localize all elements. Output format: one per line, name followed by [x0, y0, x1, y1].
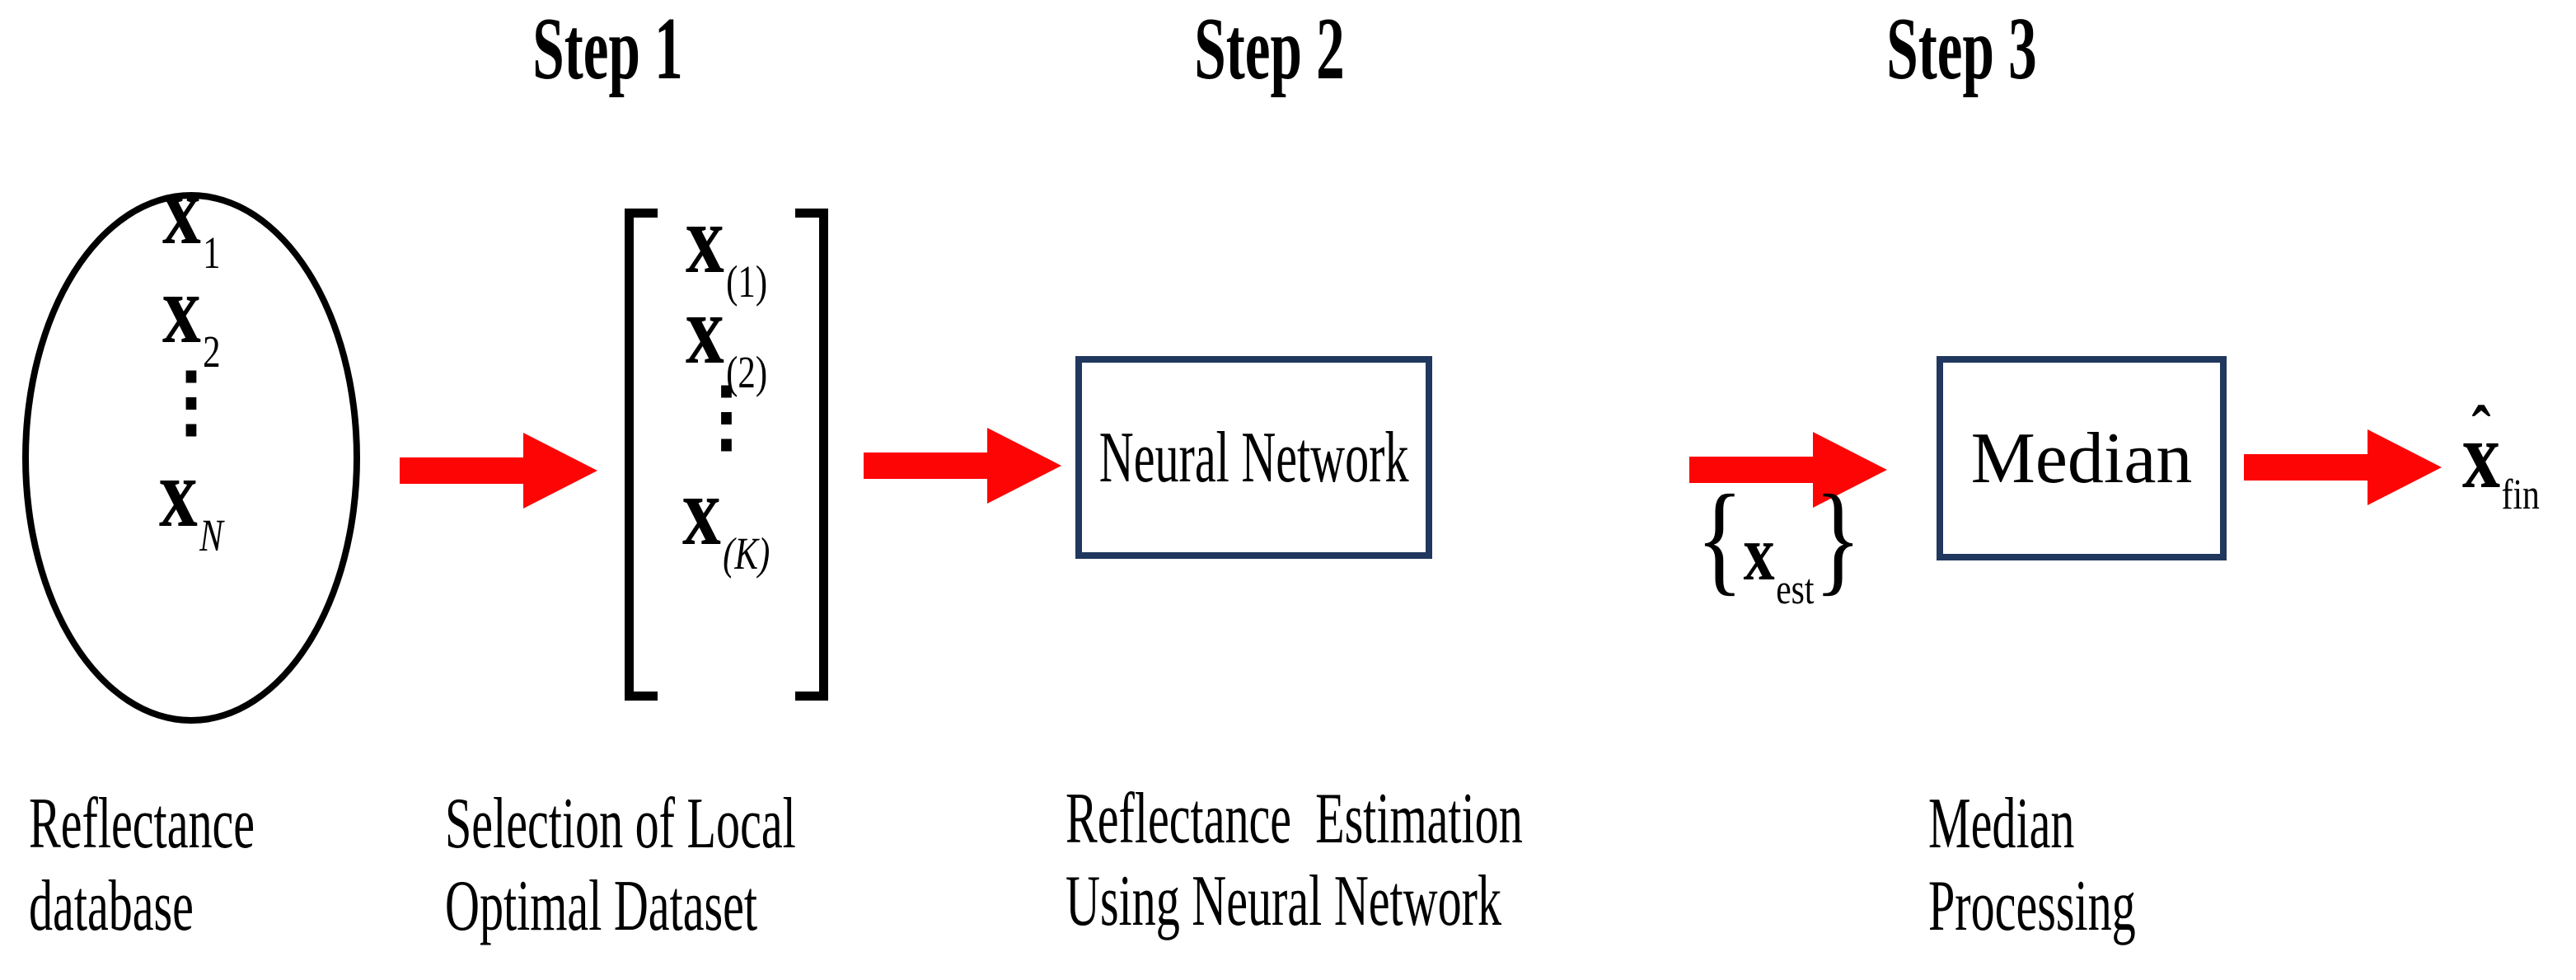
database-entry-xN: xN	[22, 443, 360, 561]
median-box: Median	[1937, 356, 2227, 560]
database-entry-x2: x2	[22, 260, 360, 377]
x-symbol: x	[1743, 509, 1775, 597]
neural-network-box: Neural Network	[1075, 356, 1432, 559]
est-subscript: est	[1776, 565, 1815, 613]
arrow-db-to-selection-icon	[400, 433, 597, 509]
caption-line: Using Neural Network	[1066, 861, 1502, 941]
caption-line: Processing	[1928, 866, 2136, 946]
caption-line: Median	[1928, 784, 2075, 864]
x-symbol: x	[685, 184, 724, 293]
reflectance-database-ellipse	[22, 192, 360, 724]
database-entry-x1: x1	[22, 161, 360, 279]
arrow-selection-to-nn-icon	[864, 428, 1061, 504]
estimates-set-label: {xest}	[1696, 476, 1903, 638]
x-symbol: x	[682, 456, 722, 565]
vertical-ellipsis: ⋮	[152, 358, 231, 445]
close-brace: }	[1814, 470, 1862, 607]
caption-reflectance-database: Reflectance database	[29, 783, 371, 948]
caption-line: database	[29, 866, 194, 946]
caption-line: Reflectance Estimation	[1066, 779, 1523, 859]
neural-network-label: Neural Network	[1098, 417, 1409, 498]
arrow-nn-to-median-icon	[1689, 432, 1887, 508]
step-2-label: Step 2	[1194, 0, 1346, 98]
database-entries: x1 x2 ⋮ xN	[22, 0, 360, 725]
hat-accent: ˆ	[2471, 391, 2491, 471]
x-symbol: x	[162, 155, 201, 265]
vertical-ellipsis: ⋮	[687, 373, 766, 460]
xK-order-subscript: (K)	[723, 528, 770, 579]
xN-subscript: N	[199, 510, 223, 561]
x1-subscript: 1	[202, 227, 221, 279]
x-symbol: x	[685, 274, 724, 384]
open-brace: {	[1696, 470, 1744, 607]
x-symbol: x	[162, 254, 201, 363]
step-1-header: Step 1	[443, 0, 773, 99]
x1-order-subscript: (1)	[726, 256, 768, 307]
step-3-header: Step 3	[1797, 0, 2127, 99]
x2-order-subscript: (2)	[726, 347, 768, 398]
x-symbol: x	[159, 438, 198, 547]
left-bracket	[625, 209, 658, 701]
caption-median: Median Processing	[1928, 783, 2242, 948]
median-label: Median	[1970, 418, 2193, 499]
caption-line: Optimal Dataset	[445, 866, 758, 946]
caption-line: Selection of Local	[445, 784, 796, 864]
right-bracket	[795, 209, 828, 701]
step-1-label: Step 1	[532, 0, 684, 98]
arrow-median-to-output-icon	[2244, 429, 2442, 505]
caption-selection: Selection of Local Optimal Dataset	[445, 783, 977, 948]
selection-entry-x1: x(1)	[625, 190, 828, 307]
step-3-label: Step 3	[1886, 0, 2038, 98]
fin-subscript: fin	[2501, 471, 2540, 518]
step-2-header: Step 2	[1105, 0, 1435, 99]
selection-vector: x(1) x(2) ⋮ x(K)	[625, 190, 828, 701]
selection-entry-xK: x(K)	[625, 462, 828, 579]
selection-entry-x2: x(2)	[625, 280, 828, 398]
x2-subscript: 2	[202, 326, 221, 377]
caption-neural-network: Reflectance Estimation Using Neural Netw…	[1066, 778, 1759, 943]
caption-line: Reflectance	[29, 784, 255, 864]
